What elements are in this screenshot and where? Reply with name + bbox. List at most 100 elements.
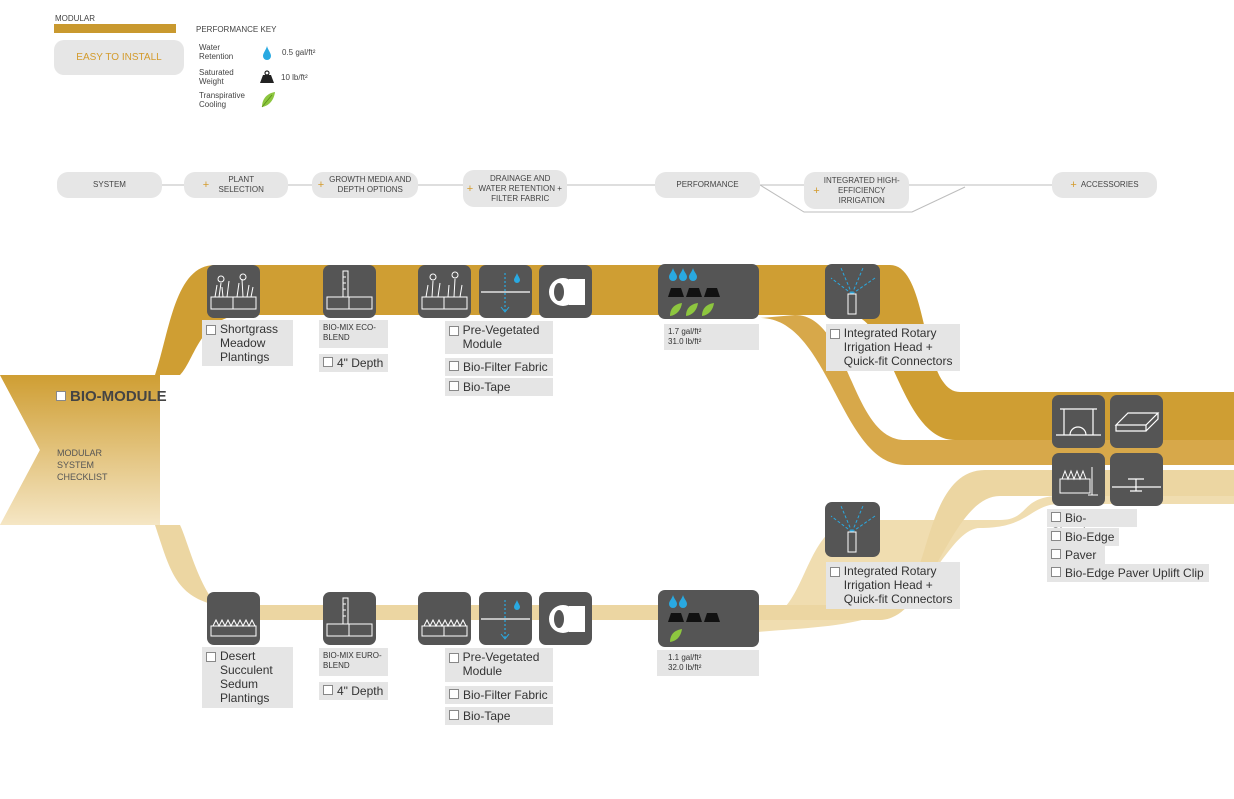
top-media-label: BIO-MIX ECO-BLEND — [319, 320, 388, 348]
top-fabric-text: Bio-Filter Fabric — [463, 360, 548, 374]
upper-branch-band — [760, 315, 1234, 465]
weight-icon — [260, 70, 274, 83]
top-plant-text: Shortgrass Meadow Plantings — [220, 322, 279, 364]
step-plant-selection[interactable]: +PLANT SELECTION — [184, 172, 288, 198]
performance-key-title: PERFORMANCE KEY — [196, 25, 277, 34]
key-weight-label: Saturated Weight — [199, 68, 234, 86]
bottom-prevegetated-icon — [418, 592, 471, 645]
bottom-tape-text: Bio-Tape — [463, 709, 511, 723]
top-irrigation-checkbox[interactable] — [830, 329, 840, 339]
top-depth-option[interactable]: 4" Depth — [319, 354, 388, 372]
top-fabric-option[interactable]: Bio-Filter Fabric — [445, 358, 553, 376]
top-plant-option[interactable]: Shortgrass Meadow Plantings — [202, 320, 293, 366]
bio-chamber-icon — [1052, 395, 1105, 448]
top-plant-checkbox[interactable] — [206, 325, 216, 335]
step-accessories[interactable]: +ACCESSORIES — [1052, 172, 1157, 198]
step-irrigation-label: INTEGRATED HIGH-EFFICIENCY IRRIGATION — [823, 175, 900, 205]
bottom-tape-option[interactable]: Bio-Tape — [445, 707, 553, 725]
step-irrigation[interactable]: +INTEGRATED HIGH-EFFICIENCY IRRIGATION — [804, 172, 909, 209]
bottom-bio-tape-icon — [539, 592, 592, 645]
step-performance[interactable]: PERFORMANCE — [655, 172, 760, 198]
top-fabric-checkbox[interactable] — [449, 361, 459, 371]
bio-module-checkbox[interactable] — [56, 391, 66, 401]
top-perf-water: 1.7 gal/ft² — [668, 327, 702, 336]
succulent-plant-icon — [207, 592, 260, 645]
top-performance-icon — [658, 264, 759, 319]
accessory-bio-edge[interactable]: Bio-Edge — [1047, 528, 1119, 546]
step-drainage[interactable]: +DRAINAGE AND WATER RETENTION + FILTER F… — [463, 170, 567, 207]
bio-module-title[interactable]: BIO-MODULE — [56, 388, 167, 405]
bottom-fabric-option[interactable]: Bio-Filter Fabric — [445, 686, 553, 704]
top-depth-text: 4" Depth — [337, 356, 384, 370]
bottom-prevegetated-option[interactable]: Pre-Vegetated Module — [445, 648, 553, 682]
legend-modular-label: MODULAR — [55, 14, 96, 23]
top-prevegetated-option[interactable]: Pre-Vegetated Module — [445, 321, 553, 354]
bottom-prevegetated-checkbox[interactable] — [449, 653, 459, 663]
bottom-depth-option[interactable]: 4" Depth — [319, 682, 388, 700]
top-prevegetated-checkbox[interactable] — [449, 326, 459, 336]
key-water-label: Water Retention — [199, 43, 234, 61]
filter-fabric-icon — [479, 265, 532, 318]
bottom-irrigation-head-icon — [825, 502, 880, 557]
leaf-icon — [261, 92, 275, 108]
step-growth-label: GROWTH MEDIA AND DEPTH OPTIONS — [329, 175, 412, 194]
uplift-clip-icon — [1110, 453, 1163, 506]
bottom-plant-checkbox[interactable] — [206, 652, 216, 662]
step-drainage-label: DRAINAGE AND WATER RETENTION + FILTER FA… — [478, 173, 562, 203]
top-prevegetated-text: Pre-Vegetated Module — [462, 323, 540, 351]
accessory-paver-text: Paver — [1065, 548, 1097, 562]
bottom-plant-option[interactable]: Desert Succulent Sedum Plantings — [202, 647, 293, 708]
step-connectors — [162, 184, 1052, 213]
step-accessories-label: ACCESSORIES — [1080, 180, 1139, 189]
shortgrass-plant-icon — [207, 265, 260, 318]
plus-icon: + — [813, 184, 820, 197]
bottom-irrigation-option[interactable]: Integrated Rotary Irrigation Head + Quic… — [826, 562, 960, 609]
accessory-bio-chamber-checkbox[interactable] — [1051, 512, 1061, 522]
bottom-depth-text: 4" Depth — [337, 684, 384, 698]
bottom-fabric-checkbox[interactable] — [449, 689, 459, 699]
bottom-performance-icon — [658, 590, 759, 647]
bottom-media-label: BIO-MIX EURO-BLEND — [319, 648, 388, 676]
media-eco-icon — [323, 265, 376, 318]
accessory-bio-chamber[interactable]: Bio-Chamber — [1047, 509, 1137, 539]
plus-icon: + — [317, 179, 325, 191]
top-depth-checkbox[interactable] — [323, 357, 333, 367]
top-perf-weight: 31.0 lb/ft² — [668, 337, 702, 346]
bottom-fabric-text: Bio-Filter Fabric — [463, 688, 548, 702]
step-performance-label: PERFORMANCE — [676, 180, 739, 189]
key-cooling-label: Transpirative Cooling — [199, 91, 245, 109]
bottom-filter-fabric-icon — [479, 592, 532, 645]
key-weight-value: 10 lb/ft² — [281, 73, 308, 82]
media-euro-icon — [323, 592, 376, 645]
top-tape-checkbox[interactable] — [449, 381, 459, 391]
top-irrigation-option[interactable]: Integrated Rotary Irrigation Head + Quic… — [826, 324, 960, 371]
top-tape-text: Bio-Tape — [463, 380, 511, 394]
accessory-bio-edge-checkbox[interactable] — [1051, 531, 1061, 541]
bio-module-title-text: BIO-MODULE — [70, 388, 167, 405]
accessory-uplift-clip-checkbox[interactable] — [1051, 567, 1061, 577]
accessory-bio-edge-text: Bio-Edge — [1065, 530, 1115, 544]
step-system[interactable]: SYSTEM — [57, 172, 162, 198]
bottom-prevegetated-text: Pre-Vegetated Module — [462, 650, 540, 678]
step-system-label: SYSTEM — [93, 180, 126, 189]
accessory-paver-checkbox[interactable] — [1051, 549, 1061, 559]
accessory-paver[interactable]: Paver — [1047, 546, 1105, 564]
top-tape-option[interactable]: Bio-Tape — [445, 378, 553, 396]
bottom-irrigation-checkbox[interactable] — [830, 567, 840, 577]
step-growth-media[interactable]: + GROWTH MEDIA AND DEPTH OPTIONS — [312, 172, 418, 198]
bottom-band — [155, 470, 1234, 620]
bio-tape-icon — [539, 265, 592, 318]
bottom-plant-text: Desert Succulent Sedum Plantings — [220, 649, 273, 705]
water-drop-icon — [263, 46, 271, 60]
legend-modular-bar — [54, 24, 176, 33]
bottom-depth-checkbox[interactable] — [323, 685, 333, 695]
bottom-perf-water: 1.1 gal/ft² — [668, 653, 702, 662]
step-plant-label: PLANT SELECTION — [218, 175, 264, 194]
bottom-tape-checkbox[interactable] — [449, 710, 459, 720]
paver-icon — [1110, 395, 1163, 448]
accessory-uplift-clip[interactable]: Bio-Edge Paver Uplift Clip — [1047, 564, 1209, 582]
plus-icon: + — [1070, 179, 1077, 191]
